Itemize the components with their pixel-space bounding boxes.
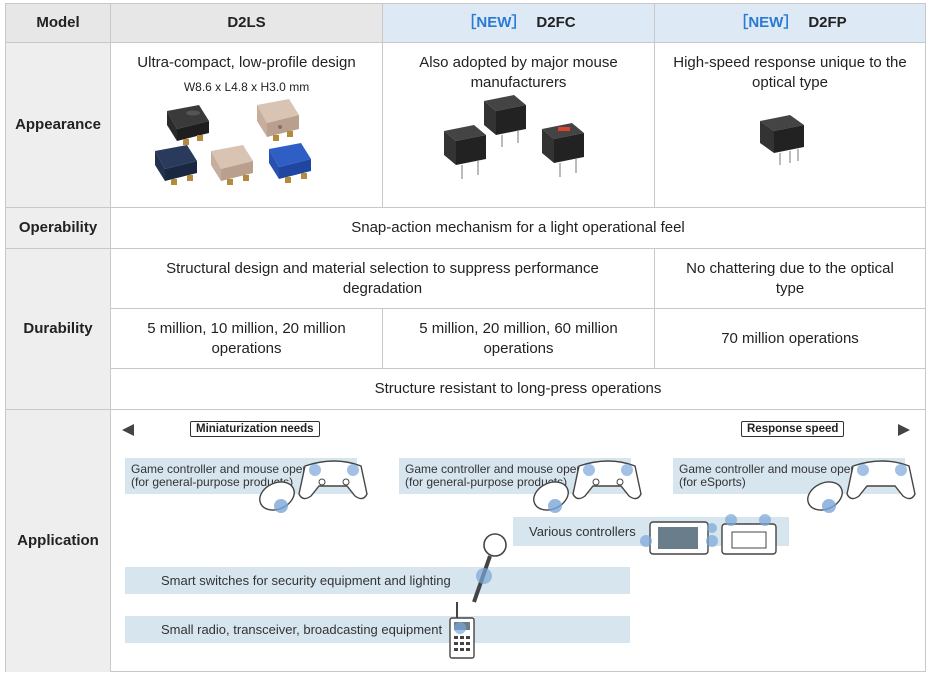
d2fp-ops-cell: 70 million operations	[655, 309, 925, 369]
band-line: (for general-purpose products)	[131, 475, 294, 489]
new-badge: ［NEW］	[461, 14, 527, 31]
d2ls-header-cell: D2LS	[111, 4, 383, 43]
d2fc-ops-cell: 5 million, 20 million, 60 million operat…	[383, 309, 655, 369]
game-band-general-1: Game controller and mouse operation (for…	[125, 458, 357, 494]
switch-black-icon	[760, 115, 804, 165]
switch-blue-icon	[154, 145, 197, 185]
model-label: Model	[36, 14, 80, 31]
operability-text: Snap-action mechanism for a light operat…	[351, 219, 685, 236]
d2fp-appearance-cell: High-speed response unique to the optica…	[655, 43, 925, 208]
d2ls-ops-cell: 5 million, 10 million, 20 million operat…	[111, 309, 383, 369]
band-text: Smart switches for security equipment an…	[161, 573, 451, 588]
d2fc-header-cell: ［NEW］ D2FC	[383, 4, 655, 43]
appearance-title: High-speed response unique to the optica…	[673, 54, 907, 91]
d2ls-title: D2LS	[227, 14, 266, 31]
durability-shared-text: Structural design and material selection…	[166, 259, 599, 297]
game-band-esports: Game controller and mouse operation (for…	[673, 458, 905, 494]
switch-beige-icon	[256, 99, 299, 141]
radio-band: Small radio, transceiver, broadcasting e…	[125, 616, 630, 643]
durability-d2fp-text: No chattering due to the optical type	[686, 259, 894, 297]
appearance-title: Also adopted by major mouse manufacturer…	[419, 54, 618, 91]
long-press-text: Structure resistant to long-press operat…	[374, 380, 662, 397]
operability-label-cell: Operability	[6, 208, 111, 249]
various-controllers-band: Various controllers	[513, 517, 789, 546]
band-line: (for general-purpose products)	[405, 475, 568, 489]
switch-black-icon	[166, 105, 209, 145]
band-line: Game controller and mouse operation	[679, 462, 881, 476]
application-label: Application	[17, 532, 99, 549]
durability-shared-cell: Structural design and material selection…	[111, 249, 655, 309]
game-band-general-2: Game controller and mouse operation (for…	[399, 458, 631, 494]
band-line: Game controller and mouse operation	[131, 462, 333, 476]
appearance-label: Appearance	[15, 116, 101, 133]
d2fc-ops-text: 5 million, 20 million, 60 million operat…	[419, 319, 618, 357]
response-speed-label: Response speed	[741, 421, 845, 437]
dimensions-text: W8.6 x L4.8 x H3.0 mm	[183, 80, 310, 94]
d2ls-switches-image	[154, 99, 311, 185]
comparison-table: Model D2LS ［NEW］ D2FC ［NEW］ D2FP Appeara…	[5, 3, 926, 672]
switch-black-icon	[483, 95, 526, 147]
application-label-cell: Application	[6, 410, 111, 672]
d2fc-title: D2FC	[536, 14, 576, 31]
d2ls-ops-text: 5 million, 10 million, 20 million operat…	[147, 319, 346, 357]
appearance-label-cell: Appearance	[6, 43, 111, 208]
d2fp-switch-image	[760, 115, 804, 165]
miniaturization-label: Miniaturization needs	[190, 421, 320, 437]
operability-cell: Snap-action mechanism for a light operat…	[111, 208, 925, 249]
d2fp-ops-text: 70 million operations	[721, 329, 859, 347]
durability-label-cell: Durability	[6, 249, 111, 410]
band-text: Various controllers	[529, 524, 636, 539]
new-badge: ［NEW］	[733, 14, 799, 31]
durability-d2fp-cell: No chattering due to the optical type	[655, 249, 925, 309]
d2fc-appearance-cell: Also adopted by major mouse manufacturer…	[383, 43, 655, 208]
band-line: (for eSports)	[679, 475, 746, 489]
d2fp-title: D2FP	[808, 14, 847, 31]
long-press-cell: Structure resistant to long-press operat…	[111, 369, 925, 410]
switch-beige-icon	[210, 145, 253, 185]
durability-label: Durability	[23, 320, 93, 337]
switch-blue-icon	[268, 143, 311, 183]
switch-red-icon	[541, 123, 584, 177]
smart-switches-band: Smart switches for security equipment an…	[125, 567, 630, 594]
d2fc-switches-image	[443, 95, 584, 179]
model-header-cell: Model	[6, 4, 111, 43]
band-text: Small radio, transceiver, broadcasting e…	[161, 622, 443, 637]
d2fp-header-cell: ［NEW］ D2FP	[655, 4, 925, 43]
band-line: Game controller and mouse operation	[405, 462, 607, 476]
operability-label: Operability	[18, 219, 98, 236]
d2ls-appearance-cell: Ultra-compact, low-profile design W8.6 x…	[111, 43, 383, 208]
appearance-title: Ultra-compact, low-profile design	[137, 54, 356, 71]
switch-black-icon	[443, 125, 486, 179]
